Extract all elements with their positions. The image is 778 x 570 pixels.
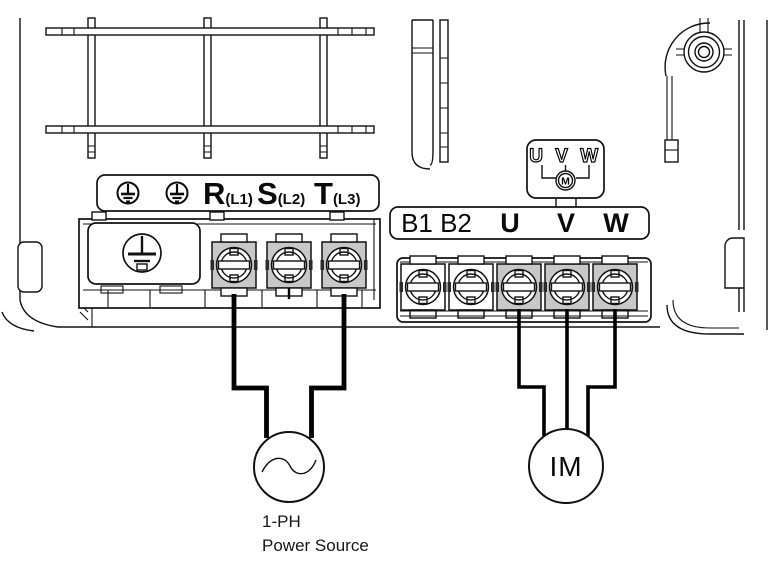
label-B1: B1 [401, 208, 433, 238]
input-terminal-block [78, 211, 381, 309]
power-wires [231, 288, 347, 438]
source-label-line2: Power Source [262, 536, 369, 555]
heatsink-grille [45, 17, 375, 159]
earth-icon [165, 181, 189, 205]
chassis-outline [1, 18, 660, 332]
label-B2: B2 [440, 208, 472, 238]
ac-source-symbol [253, 431, 325, 503]
terminal-S [264, 233, 314, 297]
output-terminal-block [396, 255, 652, 323]
output-label-strip: B1 B2 U V W [389, 206, 650, 240]
motor-callout: U V W M [526, 139, 605, 207]
label-U: U [500, 208, 520, 238]
motor-symbol-letter: M [561, 176, 570, 188]
callout-phases-label: U V W [529, 146, 601, 167]
label-S-L2: S(L2) [257, 176, 305, 211]
terminal-R [209, 233, 259, 297]
left-tab [17, 241, 43, 293]
source-label-line1: 1-PH [262, 512, 301, 531]
sine-wave-icon [261, 457, 317, 475]
terminal-V [542, 255, 592, 319]
earth-icon [116, 181, 140, 205]
terminal-B2 [446, 255, 496, 319]
ground-terminal [87, 222, 201, 285]
terminal-B1 [398, 255, 448, 319]
label-V: V [557, 208, 575, 238]
label-R-L1: R(L1) [203, 176, 253, 211]
input-label-strip: R(L1) S(L2) T(L3) [96, 174, 380, 212]
label-W: W [603, 208, 629, 238]
chassis-channel [411, 19, 449, 170]
terminal-W [590, 255, 640, 319]
motor-label: IM [549, 451, 582, 482]
terminal-U [494, 255, 544, 319]
induction-motor-symbol: IM [528, 428, 604, 504]
terminal-T [319, 233, 369, 297]
corner-screw-boss [664, 18, 732, 163]
motor-wires [517, 309, 617, 436]
label-T-L3: T(L3) [314, 176, 360, 211]
ground-symbol-icon [128, 236, 156, 271]
chassis-right-edge [666, 20, 768, 335]
